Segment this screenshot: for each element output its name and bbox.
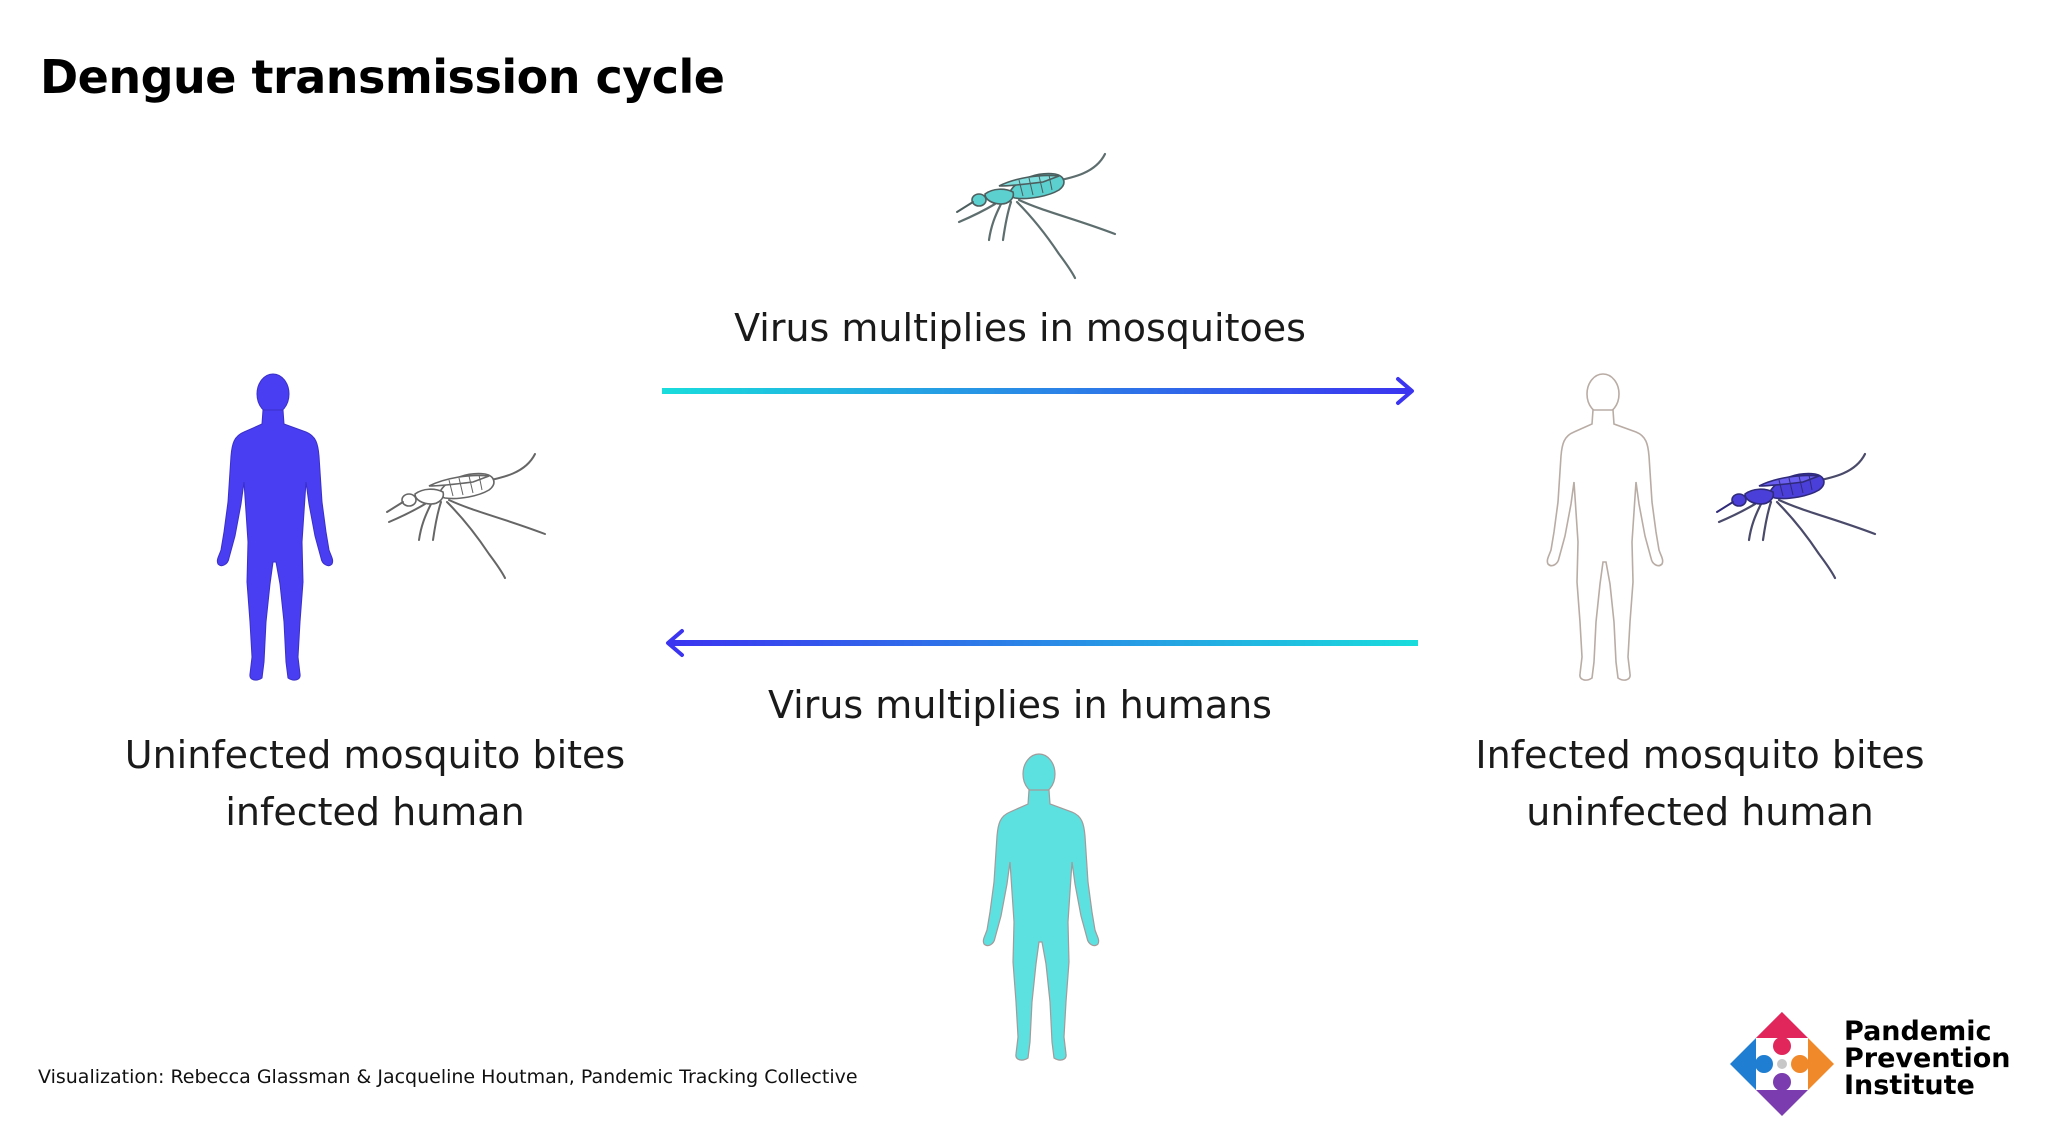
human-stage-caption: Virus multiplies in humans <box>768 683 1272 727</box>
right-stage-label: Infected mosquito bites uninfected human <box>1400 727 2000 841</box>
infected-human-icon <box>216 373 334 681</box>
uninfected-mosquito-icon <box>386 453 546 579</box>
mosquito-stage-caption: Virus multiplies in mosquitoes <box>734 306 1306 350</box>
right-stage-line2: uninfected human <box>1526 790 1874 834</box>
arrow-right-icon <box>662 377 1414 405</box>
credit-line: Visualization: Rebecca Glassman & Jacque… <box>38 1066 858 1088</box>
infected-mosquito-icon <box>1716 452 1877 580</box>
multiplying-human-icon <box>982 753 1100 1061</box>
logo-line3: Institute <box>1844 1070 1975 1101</box>
arrow-left-icon <box>666 629 1418 657</box>
left-stage-line1: Uninfected mosquito bites <box>124 733 626 777</box>
logo-line2: Prevention <box>1844 1043 2011 1074</box>
mosquito-icon <box>956 152 1117 280</box>
uninfected-human-icon <box>1546 373 1664 681</box>
logo-line1: Pandemic <box>1844 1016 1992 1047</box>
ppi-logo: Pandemic Prevention Institute <box>1726 1010 2026 1120</box>
ppi-logo-icon <box>1730 1012 1834 1116</box>
left-stage-label: Uninfected mosquito bites infected human <box>100 727 650 841</box>
mosquito-legs <box>957 198 1117 280</box>
ppi-logo-text: Pandemic Prevention Institute <box>1844 1018 2010 1099</box>
right-stage-line1: Infected mosquito bites <box>1475 733 1925 777</box>
left-stage-line2: infected human <box>225 790 525 834</box>
page-title: Dengue transmission cycle <box>40 50 725 104</box>
